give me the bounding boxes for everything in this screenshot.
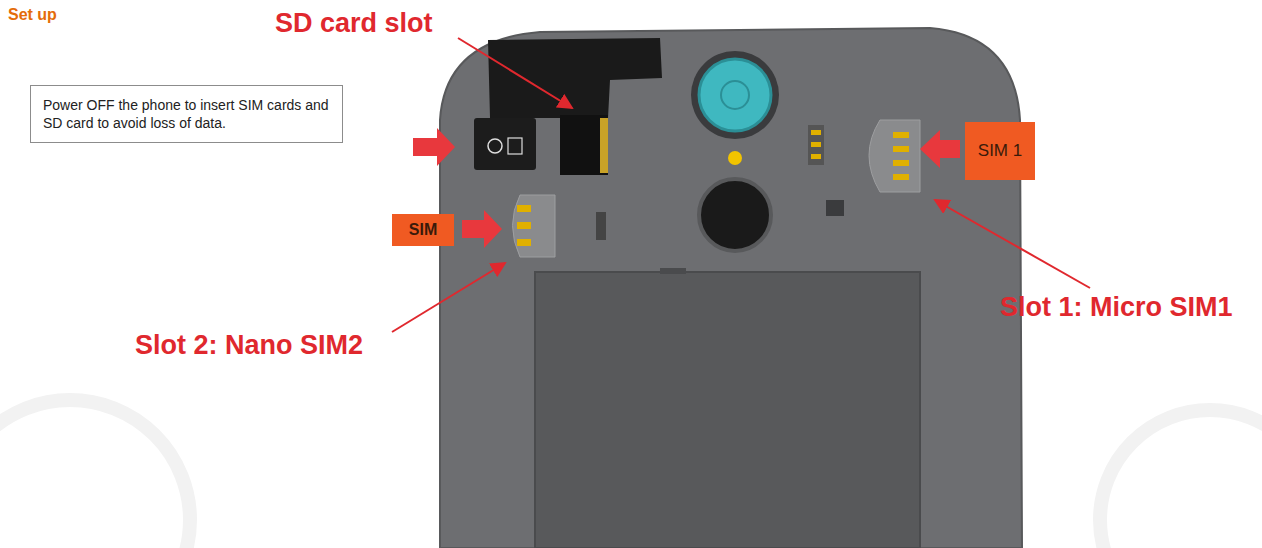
sim-card-tag: SIM 1 bbox=[965, 122, 1035, 180]
node-text: SIM bbox=[409, 221, 437, 239]
page-title: Set up bbox=[8, 6, 57, 24]
node-text: Power OFF the phone to insert SIM cards … bbox=[43, 96, 330, 132]
sim-card-tag: SIM bbox=[392, 214, 454, 246]
node-text: SIM 1 bbox=[978, 141, 1022, 161]
slot-label: Slot 1: Micro SIM1 bbox=[1000, 292, 1233, 323]
slot-label: SD card slot bbox=[275, 8, 433, 39]
note-box: Power OFF the phone to insert SIM cards … bbox=[30, 85, 343, 143]
slot-label: Slot 2: Nano SIM2 bbox=[135, 330, 363, 361]
